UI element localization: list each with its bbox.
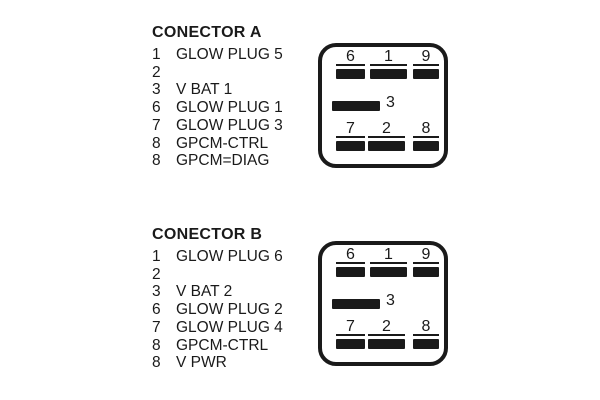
connector-a-title: CONECTOR A [152,24,262,41]
pin-label: GPCM=DIAG [176,152,270,170]
pin-slot-8: 8 [413,121,439,151]
pin-row: 1 GLOW PLUG 5 [152,46,317,64]
pin-row: 1 GLOW PLUG 6 [152,248,317,266]
pin-slot-bar [336,267,365,277]
pin-row: 8 GPCM-CTRL [152,337,317,355]
pin-slot-number: 1 [370,49,407,66]
pin-slot-bar [336,339,365,349]
pin-slot-7: 7 [336,121,365,151]
pin-slot-9: 9 [413,49,439,79]
pin-number: 8 [152,152,161,170]
pin-label: GPCM-CTRL [176,336,269,354]
pin-row: 7 GLOW PLUG 3 [152,117,317,135]
pin-slot-bar-3 [332,299,380,309]
pin-slot-1: 1 [370,49,407,79]
pin-row: 6 GLOW PLUG 1 [152,99,317,117]
pin-row: 6 GLOW PLUG 2 [152,301,317,319]
pin-label: V PWR [176,354,227,372]
pin-slot-number: 9 [413,49,439,66]
pin-number: 3 [152,81,161,99]
pin-slot-number: 7 [336,319,365,336]
pin-slot-bar [368,339,405,349]
connector-b-face-diagram: 6 1 9 3 7 2 8 [318,241,448,366]
pin-slot-bar [370,69,407,79]
pin-slot-bar [370,267,407,277]
pin-slot-2: 2 [368,121,405,151]
pin-slot-number: 3 [386,292,395,309]
pin-slot-bar [413,141,439,151]
pin-number: 2 [152,63,161,81]
pin-slot-number: 8 [413,121,439,138]
pin-number: 6 [152,99,161,117]
pin-label: GLOW PLUG 6 [176,248,283,265]
pin-slot-number: 9 [413,247,439,264]
pin-slot-bar [413,69,439,79]
pin-row: 2 [152,266,317,284]
pin-number: 2 [152,265,161,283]
pin-slot-number: 6 [336,49,365,66]
pin-label: GLOW PLUG 4 [176,318,283,336]
pin-row: 3 V BAT 1 [152,81,317,99]
pin-slot-number: 7 [336,121,365,138]
pin-number: 7 [152,116,161,134]
pin-label: GPCM-CTRL [176,134,269,152]
pin-slot-bar [336,69,365,79]
pin-row: 3 V BAT 2 [152,283,317,301]
connector-b-pin-list: CONECTOR B 1 GLOW PLUG 6 2 3 V BAT 2 6 G… [152,226,317,372]
pin-slot-bar [413,267,439,277]
pin-slot-number: 1 [370,247,407,264]
pin-slot-number: 2 [368,319,405,336]
pin-label: V BAT 2 [176,283,233,301]
connector-b-title: CONECTOR B [152,226,263,243]
connector-a-face-diagram: 6 1 9 3 7 2 8 [318,43,448,168]
connector-a-pin-list: CONECTOR A 1 GLOW PLUG 5 2 3 V BAT 1 6 G… [152,24,317,170]
pin-label: GLOW PLUG 5 [176,46,283,63]
pin-row: 7 GLOW PLUG 4 [152,319,317,337]
pin-number: 3 [152,283,161,301]
pin-slot-6: 6 [336,247,365,277]
pin-label: GLOW PLUG 2 [176,301,283,319]
pin-slot-bar-3 [332,101,380,111]
pin-row: 8 GPCM=DIAG [152,152,317,170]
pin-label: GLOW PLUG 3 [176,116,283,134]
pin-row: 2 [152,64,317,82]
pin-slot-number: 8 [413,319,439,336]
pin-slot-9: 9 [413,247,439,277]
pin-number: 1 [152,248,161,265]
pin-label: GLOW PLUG 1 [176,99,283,117]
pin-slot-number: 2 [368,121,405,138]
pin-slot-bar [413,339,439,349]
pin-slot-bar [368,141,405,151]
pin-slot-bar [336,141,365,151]
pin-number: 8 [152,134,161,152]
pin-slot-number: 3 [386,94,395,111]
pin-slot-7: 7 [336,319,365,349]
pin-number: 8 [152,354,161,372]
pin-number: 7 [152,318,161,336]
pin-slot-6: 6 [336,49,365,79]
pin-number: 1 [152,46,161,63]
pin-slot-1: 1 [370,247,407,277]
pin-number: 8 [152,336,161,354]
pin-slot-2: 2 [368,319,405,349]
pin-slot-8: 8 [413,319,439,349]
pin-slot-number: 6 [336,247,365,264]
pin-row: 8 V PWR [152,354,317,372]
pin-label: V BAT 1 [176,81,233,99]
pin-row: 8 GPCM-CTRL [152,135,317,153]
pin-number: 6 [152,301,161,319]
